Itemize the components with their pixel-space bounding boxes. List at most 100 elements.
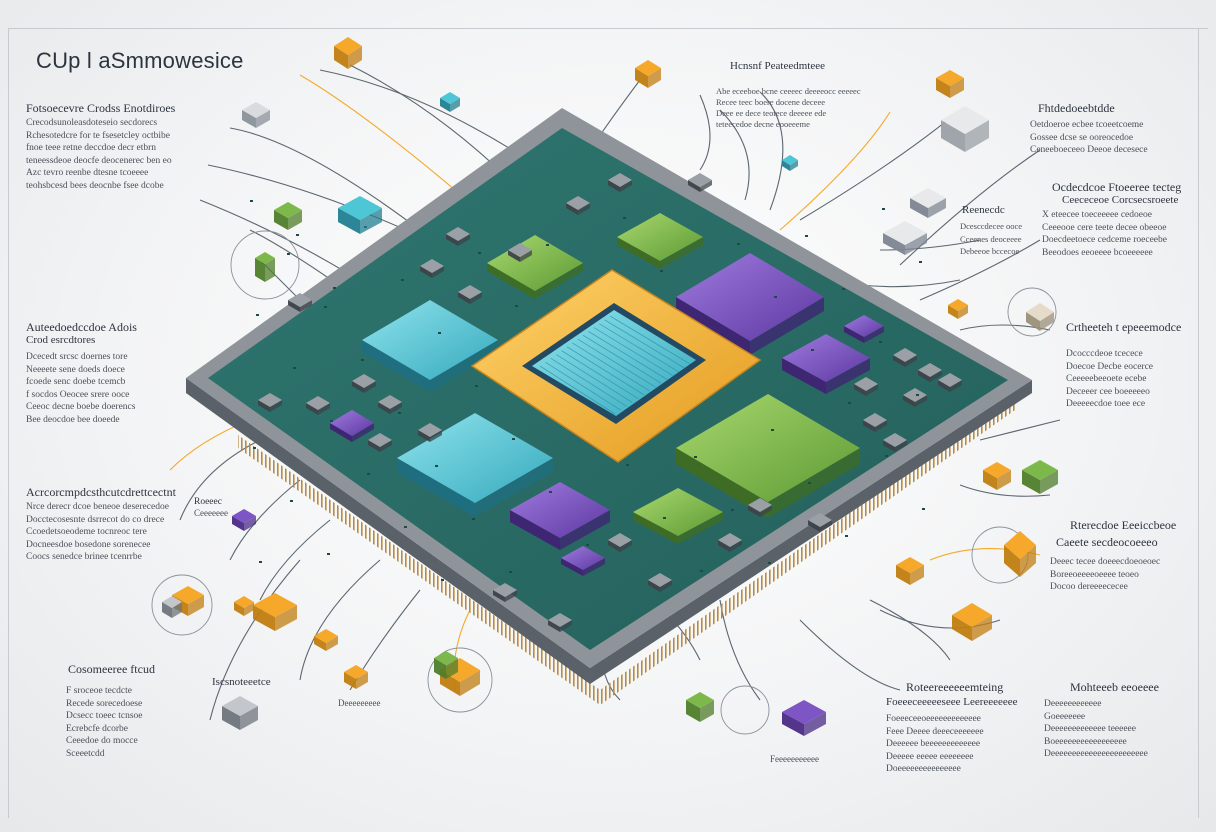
label-r2-text: X eteecee toeceeeee cedoeoe Ceeeooe cere… bbox=[1042, 210, 1167, 258]
label-r3-heading: Crtheeteh t epeeemodce bbox=[1066, 320, 1182, 334]
smd-component bbox=[258, 393, 282, 412]
die-circuit-lines bbox=[539, 315, 691, 415]
wire-line bbox=[319, 69, 529, 161]
label-r2-heading: Ocdecdcoe Ftoeeree tecteg bbox=[1052, 180, 1182, 194]
trace-pad bbox=[438, 332, 441, 334]
trace-pad bbox=[549, 491, 552, 493]
trace-pad bbox=[694, 456, 697, 458]
module-icon bbox=[440, 92, 460, 112]
trace-pad bbox=[805, 235, 808, 237]
callout-circle bbox=[427, 647, 493, 713]
label-l2-text: Dcecedt srcsc doernes tore Neeeete sene … bbox=[26, 352, 136, 425]
wire-line bbox=[229, 479, 301, 561]
trace-pad bbox=[879, 341, 882, 343]
smd-component bbox=[306, 396, 330, 415]
label-b3-text: Deeeeeeeeeeee Goeeeeeee Deeeeeeeeeeeee t… bbox=[1044, 699, 1148, 759]
die-line bbox=[593, 327, 673, 376]
frame-top-line bbox=[8, 28, 1208, 29]
trace-pad bbox=[774, 296, 777, 298]
callout-circle bbox=[230, 230, 300, 300]
box-icon bbox=[896, 557, 924, 585]
label-l3-text: Nrce derecr dcoe beneoe deserecedoe Docc… bbox=[26, 502, 169, 562]
wire-line bbox=[899, 149, 1041, 266]
wire-line bbox=[779, 111, 891, 231]
die-line bbox=[577, 338, 656, 388]
box-icon bbox=[952, 603, 992, 641]
frame-right-line bbox=[1198, 28, 1199, 818]
callout-circle bbox=[720, 685, 770, 735]
trace-pad bbox=[660, 270, 663, 272]
smd-component bbox=[918, 363, 942, 382]
smd-component bbox=[718, 533, 742, 552]
label-b2-heading: Roteereeeeeemteing bbox=[906, 680, 1004, 694]
smd-component bbox=[808, 513, 832, 532]
label-b1-caption: Deeeeeeeee bbox=[338, 698, 381, 708]
smd-component bbox=[566, 196, 590, 215]
trace-pad bbox=[768, 562, 771, 564]
trace-pad bbox=[401, 279, 404, 281]
die-line bbox=[588, 331, 668, 380]
cyan-die-left bbox=[362, 300, 498, 392]
smd-component bbox=[748, 498, 772, 517]
device-icon bbox=[1026, 303, 1054, 331]
trace-pad bbox=[253, 447, 256, 449]
trace-pad bbox=[475, 385, 478, 387]
smd-component bbox=[608, 173, 632, 192]
smd-component bbox=[883, 433, 907, 452]
module-icon bbox=[434, 651, 458, 679]
trace-pad bbox=[256, 314, 259, 316]
module-icon bbox=[686, 692, 714, 722]
wire-line bbox=[299, 74, 456, 191]
purple-chip bbox=[330, 410, 374, 442]
label-l2-subheading: Crod esrcdtores bbox=[26, 334, 96, 346]
box-icon bbox=[983, 462, 1011, 490]
wire-line bbox=[959, 484, 1051, 497]
label-b3-heading: Mohteeeb eeoeeee bbox=[1070, 680, 1159, 694]
box-icon bbox=[948, 299, 968, 319]
trace-pad bbox=[626, 464, 629, 466]
module-icon bbox=[255, 252, 275, 282]
smd-component bbox=[458, 285, 482, 304]
wire-line bbox=[859, 279, 961, 288]
trace-pad bbox=[808, 482, 811, 484]
wire-line bbox=[979, 419, 1061, 441]
box-icon bbox=[253, 593, 297, 631]
trace-pad bbox=[287, 253, 290, 255]
box-icon bbox=[234, 596, 254, 616]
trace-pad bbox=[259, 561, 262, 563]
module-icon bbox=[338, 196, 382, 234]
smd-component bbox=[420, 259, 444, 278]
box-icon bbox=[936, 70, 964, 98]
smd-component bbox=[508, 243, 532, 262]
module-icon bbox=[274, 202, 302, 230]
smd-component bbox=[352, 374, 376, 393]
label-r2b-heading: Reenecdc bbox=[962, 204, 1005, 216]
trace-pad bbox=[367, 473, 370, 475]
smd-component bbox=[648, 573, 672, 592]
box-icon bbox=[344, 665, 368, 689]
trace-pad bbox=[361, 359, 364, 361]
label-b2-subheading: Foeeeceeeeeseee Leereeeeeee bbox=[886, 696, 1018, 708]
smd-component bbox=[418, 423, 442, 442]
label-r1-text: Oetdoeroe ecbee tcoeetcoeme Gossee dcse … bbox=[1030, 120, 1148, 155]
diagram-title: CUp l aSmmowesice bbox=[36, 48, 244, 73]
module-icon bbox=[782, 155, 798, 171]
label-top-text: Abe eceeboe bcne ceeeec deeeeocc eeeeec … bbox=[716, 86, 861, 129]
trace-pad bbox=[771, 429, 774, 431]
trace-pad bbox=[330, 420, 333, 422]
wire-line bbox=[879, 239, 981, 251]
callout-circle bbox=[1007, 287, 1057, 337]
device-icon bbox=[941, 106, 989, 152]
wire-line bbox=[799, 619, 901, 691]
die-line bbox=[599, 323, 679, 373]
green-die-top-right bbox=[617, 213, 703, 269]
die-line bbox=[609, 315, 691, 365]
trace-pad bbox=[882, 208, 885, 210]
label-l4-heading: Cosomeeree ftcud bbox=[68, 662, 155, 676]
trace-pad bbox=[327, 553, 330, 555]
trace-pad bbox=[509, 571, 512, 573]
purple-chip bbox=[844, 315, 884, 343]
smd-component bbox=[368, 433, 392, 452]
label-r2b-text: Dcesccdecee ooce Cceenes deoceeee Debeeo… bbox=[960, 221, 1023, 256]
